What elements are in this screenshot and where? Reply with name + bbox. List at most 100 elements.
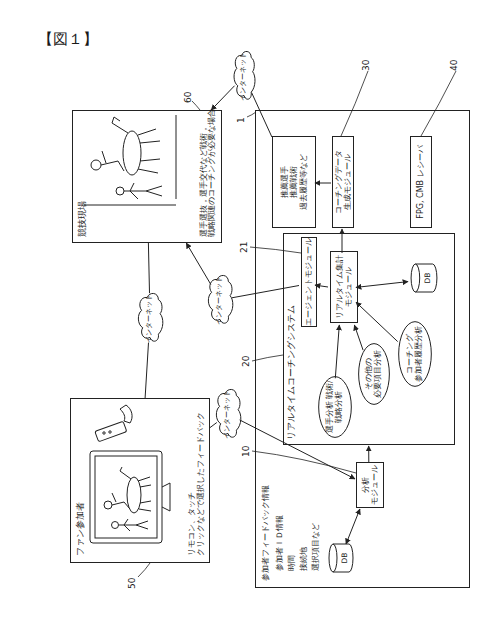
remote-illustration bbox=[103, 432, 105, 434]
remote-illustration bbox=[109, 431, 111, 433]
leader-line bbox=[421, 71, 456, 136]
analysis-ellipse: その他の 必要項目分析 bbox=[358, 343, 390, 405]
node-text: エージェントモジュール bbox=[305, 238, 314, 326]
ellipse-outline bbox=[319, 377, 352, 438]
cylinder-outline bbox=[329, 544, 353, 572]
system-box: リアルタイムコーチングシステムエージェントモジュール選手分析 戦術/戦略分析 その… bbox=[283, 233, 455, 445]
node-text: DB bbox=[424, 273, 433, 284]
arena-illustration bbox=[112, 117, 160, 173]
node-text: 分析 モジュール bbox=[361, 464, 379, 506]
box-heading: 競技現場 bbox=[77, 201, 87, 237]
participant-box: ファン参加者 リモコン、タッチ クリックなどで選択したフィードバック bbox=[70, 398, 210, 563]
remote-illustration bbox=[120, 405, 132, 423]
module-box: エージェントモジュール bbox=[301, 237, 317, 327]
remote-illustration bbox=[95, 405, 132, 442]
tv-illustration bbox=[90, 451, 162, 543]
connector bbox=[232, 286, 299, 298]
network-cloud: インターネット bbox=[206, 273, 234, 327]
node-text: その他の 必要項目分析 bbox=[365, 343, 382, 405]
analysis-ellipse: 選手分析 戦術/戦略分析 bbox=[318, 376, 352, 438]
connector bbox=[356, 282, 408, 288]
leader-line bbox=[250, 247, 301, 253]
network-cloud: インターネット bbox=[214, 387, 242, 441]
node-text: インターネット bbox=[146, 294, 153, 343]
note-text: 接続地 bbox=[300, 547, 308, 571]
arena-illustration bbox=[91, 160, 101, 170]
connector bbox=[211, 86, 234, 110]
module-box: コーチングデータ 生成モジュール bbox=[332, 136, 354, 228]
node-text: リアルタイムコーチングシステム bbox=[287, 305, 297, 440]
note-text: 参加者フィードバック情報 bbox=[262, 485, 270, 581]
tv-illustration bbox=[104, 501, 112, 509]
arena-illustration bbox=[124, 183, 162, 199]
recommendation-box: 推薦選手推薦戦術過去履歴等など bbox=[272, 136, 316, 228]
connector bbox=[148, 243, 149, 293]
module-box: リアルタイム集計 モジュール bbox=[330, 251, 358, 323]
venue-box: 競技現場 選手選抜，選手交代など戦術， 戦略関連のコーチングが必要な場合 bbox=[72, 110, 222, 243]
module-box: FPG, CMB レシーバ bbox=[410, 136, 432, 228]
connector bbox=[315, 183, 331, 184]
node-text: 過去履歴等など bbox=[299, 154, 308, 210]
database: DB bbox=[328, 543, 354, 573]
arena-illustration bbox=[176, 115, 177, 199]
callout-number: 30 bbox=[362, 60, 371, 71]
cylinder-outline bbox=[411, 264, 437, 292]
connector bbox=[145, 343, 148, 398]
tv-illustration bbox=[127, 477, 141, 513]
analysis-ellipse: コーチング 参加者履歴分析 bbox=[398, 321, 432, 387]
callout-number: 60 bbox=[184, 92, 193, 103]
node-text: DB bbox=[341, 553, 350, 564]
node-text: インターネット bbox=[240, 52, 247, 101]
tv-illustration bbox=[95, 456, 157, 538]
node-text: コーチング 参加者履歴分析 bbox=[406, 321, 423, 387]
note-text: 参加者ＩＤ情報 bbox=[276, 515, 284, 571]
box-heading: ファン参加者 bbox=[75, 502, 85, 556]
tv-illustration bbox=[112, 522, 119, 529]
connector bbox=[368, 446, 369, 463]
network-cloud: インターネット bbox=[232, 49, 256, 103]
node-text: 推薦選手 bbox=[280, 166, 289, 198]
ellipse-outline bbox=[359, 344, 390, 405]
module-box: 分析 モジュール bbox=[356, 462, 384, 508]
node-text: リモコン、タッチ クリックなどで選択したフィードバック bbox=[187, 403, 205, 556]
connector bbox=[186, 243, 211, 284]
leader-line bbox=[138, 71, 456, 577]
callout-number: 1 bbox=[237, 117, 246, 123]
node-text: コーチングデータ 生成モジュール bbox=[334, 138, 352, 226]
callout-number: 21 bbox=[240, 242, 249, 253]
tv-illustration bbox=[90, 451, 170, 543]
note-text: 選択項目など bbox=[312, 523, 320, 571]
database: DB bbox=[410, 263, 438, 293]
leader-line bbox=[252, 355, 283, 361]
leader-line bbox=[341, 71, 368, 136]
figure-title: 【図１】 bbox=[38, 30, 98, 49]
note-text: 時間 bbox=[288, 555, 296, 571]
leader-line bbox=[192, 101, 200, 110]
connector bbox=[356, 302, 398, 341]
arena-illustration bbox=[123, 131, 141, 175]
connector bbox=[335, 325, 339, 378]
ellipse-outline bbox=[399, 322, 432, 387]
node-text: FPG, CMB レシーバ bbox=[416, 145, 425, 218]
system-frame: DB 分析 モジュール リアルタイムコーチングシステムエージェントモジュール選手分析… bbox=[255, 110, 470, 588]
arena-illustration bbox=[84, 205, 176, 206]
node-text: 推薦戦術 bbox=[289, 166, 298, 198]
callout-number: 10 bbox=[242, 446, 251, 457]
tv-illustration bbox=[119, 519, 148, 531]
leader-line bbox=[252, 451, 356, 473]
node-text: インターネット bbox=[224, 390, 231, 439]
arena-illustration bbox=[116, 187, 124, 195]
callout-number: 40 bbox=[450, 60, 459, 71]
callout-number: 50 bbox=[128, 578, 137, 589]
network-cloud: インターネット bbox=[136, 291, 164, 345]
node-text: 選手分析 戦術/戦略分析 bbox=[326, 376, 343, 438]
tv-illustration bbox=[162, 483, 170, 511]
node-text: リアルタイム集計 モジュール bbox=[335, 253, 353, 321]
connector bbox=[346, 509, 360, 544]
node-text: 選手選抜，選手交代など戦術， 戦略関連のコーチングが必要な場合 bbox=[200, 109, 217, 237]
node-text: インターネット bbox=[216, 276, 223, 325]
callout-number: 20 bbox=[242, 356, 251, 367]
remote-illustration bbox=[95, 421, 127, 442]
